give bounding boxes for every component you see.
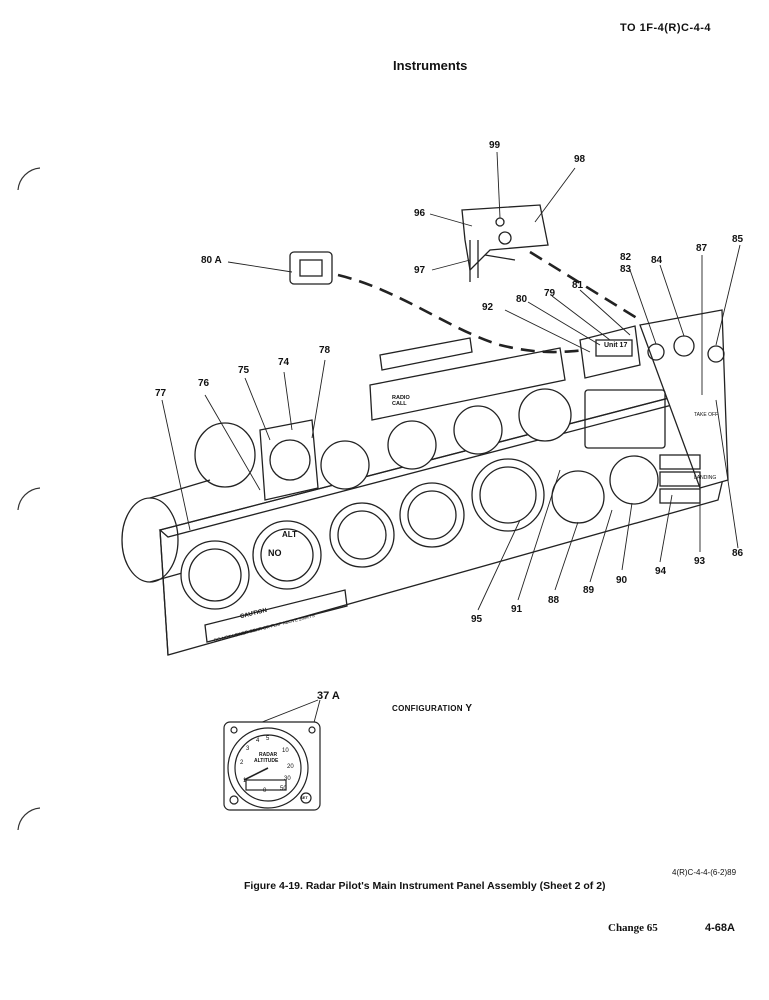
unit-17-label: Unit 17 [604, 342, 628, 349]
callout-95: 95 [471, 614, 483, 625]
change-number: Change 65 [608, 922, 658, 934]
gauge-dial [227, 727, 309, 809]
gauge-tick-1: 1 [243, 778, 247, 784]
callout-74: 74 [278, 357, 290, 368]
callout-98: 98 [574, 154, 586, 165]
gauge-tick-10: 10 [282, 748, 289, 754]
figure-caption: Figure 4-19. Radar Pilot's Main Instrume… [244, 880, 606, 892]
callout-77: 77 [155, 388, 167, 399]
gauge-tick-5: 5 [266, 736, 270, 742]
dashed-cable [337, 273, 586, 354]
callout-92: 92 [482, 302, 494, 313]
lamp-housing [379, 337, 473, 371]
section-title: Instruments [393, 58, 468, 73]
gauge-radar-label: RADAR [259, 752, 278, 758]
knob-85 [707, 345, 725, 363]
part-96-99-assembly [461, 204, 549, 272]
gauge-altitude-label: ALTITUDE [254, 758, 279, 764]
figure-code: 4(R)C-4-4-(6-2)89 [672, 868, 737, 877]
gauge-bezel [223, 721, 321, 811]
gauge-test-label: SET [300, 795, 308, 800]
take-off-label: TAKE OFF [694, 412, 719, 418]
gauge-upper-1 [320, 440, 370, 490]
callout-80a: 80 A [201, 255, 222, 266]
binder-hole-middle [17, 487, 41, 511]
callout-78: 78 [319, 345, 331, 356]
gauge-tick-2: 2 [240, 760, 244, 766]
unit-17-window [595, 339, 633, 357]
gauge-tick-4: 4 [256, 738, 260, 744]
configuration-label: CONFIGURATION Y [392, 703, 472, 714]
digital-readout [245, 779, 287, 791]
callout-84: 84 [651, 255, 663, 266]
annunciator-block [584, 389, 666, 449]
gauge-hsi [471, 458, 545, 532]
callout-91: 91 [511, 604, 523, 615]
binder-hole-bottom [17, 807, 41, 831]
callout-37a: 37 A [317, 690, 340, 702]
callout-76: 76 [198, 378, 210, 389]
gauge-airspeed [399, 482, 465, 548]
gauge-tick-30: 30 [284, 776, 291, 782]
gauge-altimeter-2 [252, 520, 322, 590]
upper-subpanel [369, 347, 566, 421]
callout-89: 89 [583, 585, 595, 596]
gauge-tick-50: 50 [280, 786, 287, 792]
no-label: NO [268, 548, 282, 558]
callout-93: 93 [694, 556, 706, 567]
callout-86: 86 [732, 548, 744, 559]
radio-call-label: RADIO CALL [392, 395, 410, 407]
callout-79: 79 [544, 288, 556, 299]
callout-88: 88 [548, 595, 560, 606]
callout-82: 82 [620, 252, 632, 263]
alt-label: ALT [282, 530, 297, 539]
switch-1 [659, 454, 701, 470]
gauge-upper-3 [453, 405, 503, 455]
callout-96: 96 [414, 208, 426, 219]
configuration-letter: Y [465, 703, 473, 714]
gauge-tick-3: 3 [246, 746, 250, 752]
gauge-tick-0: 0 [263, 788, 267, 794]
gauge-adi [329, 502, 395, 568]
callout-75: 75 [238, 365, 250, 376]
caution-placard [204, 589, 348, 643]
leader-lines [161, 151, 741, 611]
switch-2 [659, 471, 701, 487]
configuration-text: CONFIGURATION [392, 704, 463, 713]
screw-tr [308, 726, 316, 734]
landing-label: LANDING [694, 475, 717, 481]
gauge-90 [609, 455, 659, 505]
callout-90: 90 [616, 575, 628, 586]
binder-hole-top [17, 167, 41, 191]
knob-bl [229, 795, 239, 805]
callout-97: 97 [414, 265, 426, 276]
gauge-tick-20: 20 [287, 764, 294, 770]
callout-85: 85 [732, 234, 744, 245]
callout-83: 83 [620, 264, 632, 275]
bracket-assembly [259, 419, 319, 501]
gauge-altimeter-1 [180, 540, 250, 610]
gauge-upper-2 [387, 420, 437, 470]
housing-upper [194, 422, 256, 488]
pointer [243, 767, 269, 781]
callout-81: 81 [572, 280, 584, 291]
screw-tl [230, 726, 238, 734]
callout-99: 99 [489, 140, 501, 151]
unit-module [579, 325, 641, 379]
callout-80: 80 [516, 294, 528, 305]
test-knob [300, 792, 312, 804]
document-id: TO 1F-4(R)C-4-4 [620, 22, 712, 34]
gauge-upper-4 [518, 388, 572, 442]
callout-87: 87 [696, 243, 708, 254]
callout-94: 94 [655, 566, 667, 577]
page-number: 4-68A [705, 922, 735, 934]
